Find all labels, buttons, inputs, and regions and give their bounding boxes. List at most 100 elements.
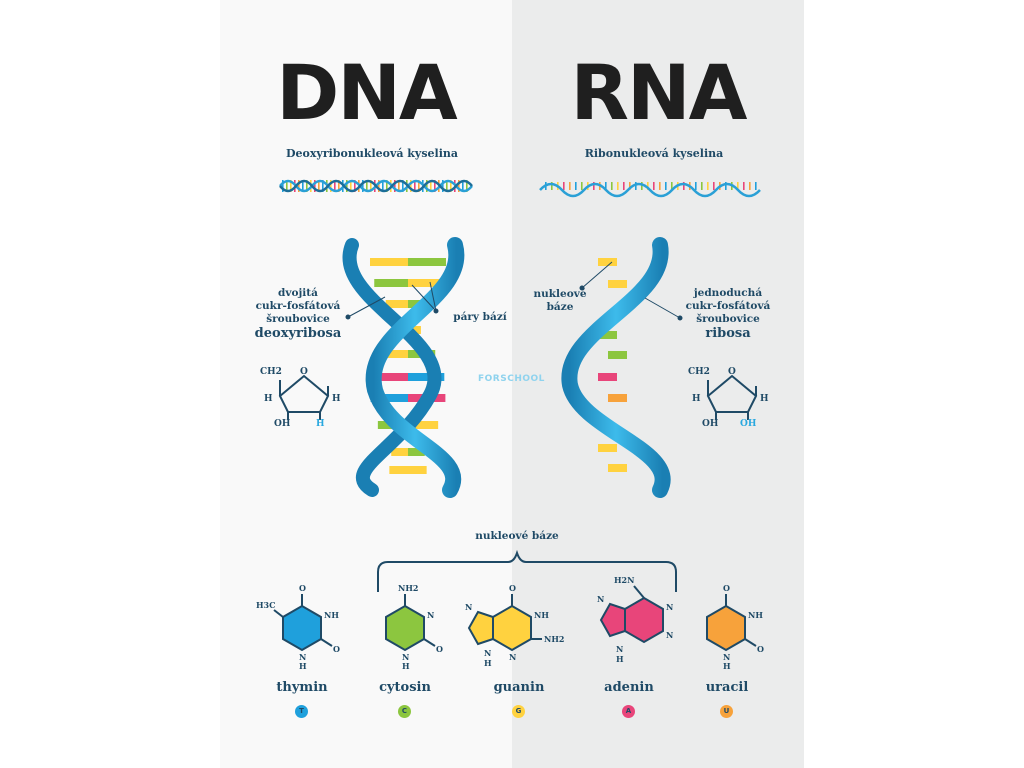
guanin-molecule: O NH NH2 N N N H bbox=[465, 583, 564, 668]
mini-rung bbox=[402, 180, 404, 192]
mini-rung bbox=[605, 182, 607, 190]
mini-rung bbox=[737, 182, 739, 190]
mini-rung bbox=[338, 180, 340, 192]
mini-rung bbox=[370, 180, 372, 192]
svg-text:H: H bbox=[264, 394, 273, 404]
mini-rung bbox=[354, 180, 356, 192]
rna-title: RNA bbox=[570, 48, 748, 137]
bases-bracket bbox=[377, 549, 677, 592]
mini-rung bbox=[563, 182, 565, 190]
mini-rung bbox=[394, 180, 396, 192]
mini-rung bbox=[659, 182, 661, 190]
mini-rung bbox=[282, 180, 284, 192]
cytosin-molecule: NH2 N N H O bbox=[385, 583, 443, 671]
svg-text:O: O bbox=[757, 644, 764, 654]
dna-base-pair bbox=[391, 448, 425, 456]
svg-text:O: O bbox=[728, 367, 736, 377]
svg-text:O: O bbox=[299, 583, 306, 593]
svg-text:H: H bbox=[723, 661, 731, 671]
mini-rung bbox=[458, 180, 460, 192]
svg-text:CH2: CH2 bbox=[688, 367, 710, 377]
mini-rung bbox=[755, 182, 757, 190]
mini-rung bbox=[430, 180, 432, 192]
mini-rung bbox=[314, 180, 316, 192]
deoxyribose-label: deoxyribosa bbox=[254, 326, 342, 341]
base-name-uracil: uracil bbox=[705, 680, 749, 695]
mini-rung bbox=[713, 182, 715, 190]
svg-text:H2N: H2N bbox=[614, 575, 634, 585]
mini-rung bbox=[346, 180, 348, 192]
thymin-molecule: H3C O NH N H O bbox=[256, 583, 340, 671]
svg-text:O: O bbox=[723, 583, 730, 593]
svg-text:H3C: H3C bbox=[256, 600, 276, 610]
svg-text:CH2: CH2 bbox=[260, 367, 282, 377]
mini-rung bbox=[749, 182, 751, 190]
mini-rung bbox=[575, 182, 577, 190]
mini-rung bbox=[743, 182, 745, 190]
rna-bases-label: nukleové báze bbox=[533, 288, 587, 313]
mini-rung bbox=[302, 180, 304, 192]
mini-rung bbox=[446, 180, 448, 192]
mini-rung bbox=[707, 182, 709, 190]
dna-subtitle: Deoxyribonukleová kyselina bbox=[286, 147, 458, 160]
mini-rung bbox=[382, 180, 384, 192]
mini-rung bbox=[414, 180, 416, 192]
rna-base bbox=[598, 331, 617, 339]
dna-base-pair bbox=[374, 279, 442, 287]
rna-base bbox=[608, 351, 627, 359]
svg-text:OH: OH bbox=[702, 419, 719, 429]
base-name-guanin: guanin bbox=[493, 680, 545, 695]
rna-base bbox=[608, 280, 627, 288]
mini-rung bbox=[569, 182, 571, 190]
uracil-molecule: O NH N H O bbox=[706, 583, 764, 671]
mini-rung bbox=[641, 182, 643, 190]
mini-rung bbox=[450, 180, 452, 192]
base-chip-t: T bbox=[295, 705, 308, 718]
rna-mini-helix-icon bbox=[539, 182, 761, 198]
mini-rung bbox=[398, 180, 400, 192]
base-chip-a: A bbox=[622, 705, 635, 718]
adenin-molecule: H2N N N N N H bbox=[597, 575, 673, 664]
mini-rung bbox=[647, 182, 649, 190]
mini-rung bbox=[551, 182, 553, 190]
svg-text:H: H bbox=[316, 419, 325, 429]
mini-rung bbox=[306, 180, 308, 192]
rna-backbone-label: jednoduchá cukr-fosfátová šroubovice rib… bbox=[678, 287, 778, 342]
mini-rung bbox=[386, 180, 388, 192]
svg-text:N: N bbox=[616, 644, 623, 654]
base-pairs-label: páry bází bbox=[453, 311, 507, 323]
mini-rung bbox=[725, 182, 727, 190]
svg-text:H: H bbox=[616, 654, 624, 664]
dna-base-pair bbox=[370, 258, 446, 266]
svg-text:N: N bbox=[427, 610, 434, 620]
rna-base bbox=[598, 258, 617, 266]
mini-rung bbox=[322, 180, 324, 192]
mini-rung bbox=[434, 180, 436, 192]
bases-group-label: nukleové báze bbox=[475, 530, 559, 542]
mini-rung bbox=[462, 180, 464, 192]
svg-text:NH: NH bbox=[534, 610, 549, 620]
deoxyribose-structure: CH2 O H H OH H bbox=[260, 367, 341, 429]
svg-text:N: N bbox=[465, 602, 472, 612]
svg-text:NH2: NH2 bbox=[398, 583, 418, 593]
mini-rung bbox=[683, 182, 685, 190]
svg-text:NH: NH bbox=[748, 610, 763, 620]
mini-rung bbox=[366, 180, 368, 192]
svg-text:OH: OH bbox=[740, 419, 757, 429]
svg-text:N: N bbox=[484, 648, 491, 658]
mini-rung bbox=[653, 182, 655, 190]
mini-rung bbox=[362, 180, 364, 192]
svg-text:NH2: NH2 bbox=[544, 634, 564, 644]
mini-rung bbox=[593, 182, 595, 190]
mini-rung bbox=[426, 180, 428, 192]
svg-text:NH: NH bbox=[324, 610, 339, 620]
mini-rung bbox=[695, 182, 697, 190]
rna-base bbox=[608, 464, 627, 472]
svg-text:N: N bbox=[723, 652, 730, 662]
mini-rung bbox=[617, 182, 619, 190]
svg-text:H: H bbox=[484, 658, 492, 668]
mini-rung bbox=[581, 182, 583, 190]
mini-rung bbox=[318, 180, 320, 192]
rna-single-helix bbox=[561, 237, 671, 498]
mini-rung bbox=[442, 180, 444, 192]
